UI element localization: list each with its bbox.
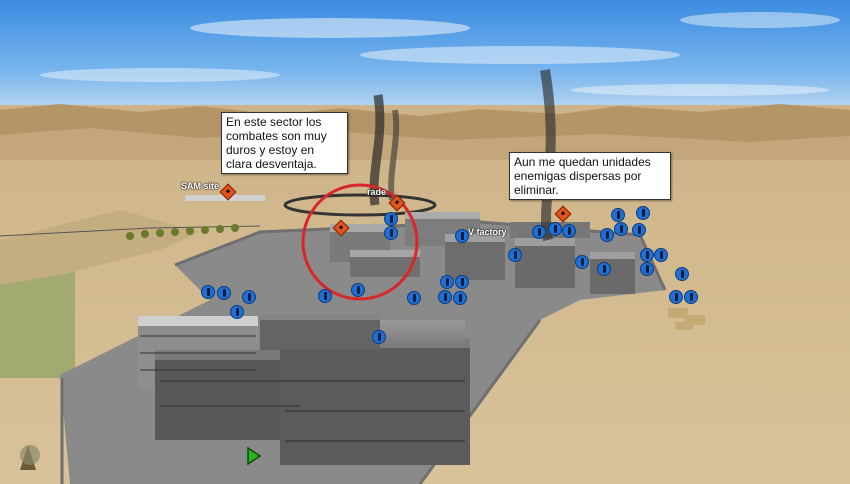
selection-cursor-icon <box>247 447 262 465</box>
friendly-unit-icon[interactable] <box>453 291 467 305</box>
friendly-unit-icon[interactable] <box>675 267 689 281</box>
friendly-unit-icon[interactable] <box>632 223 646 237</box>
friendly-unit-icon[interactable] <box>242 290 256 304</box>
friendly-unit-icon[interactable] <box>318 289 332 303</box>
friendly-unit-icon[interactable] <box>562 224 576 238</box>
friendly-unit-icon[interactable] <box>372 330 386 344</box>
friendly-unit-icon[interactable] <box>669 290 683 304</box>
friendly-unit-icon[interactable] <box>654 248 668 262</box>
friendly-unit-icon[interactable] <box>640 262 654 276</box>
friendly-unit-icon[interactable] <box>455 229 469 243</box>
barracks-label[interactable]: rade <box>367 187 387 197</box>
friendly-unit-icon[interactable] <box>611 208 625 222</box>
friendly-unit-icon[interactable] <box>438 290 452 304</box>
factory-label[interactable]: V factory <box>468 227 507 237</box>
friendly-unit-icon[interactable] <box>384 226 398 240</box>
friendly-unit-icon[interactable] <box>600 228 614 242</box>
friendly-unit-icon[interactable] <box>201 285 215 299</box>
friendly-unit-icon[interactable] <box>351 283 365 297</box>
friendly-unit-icon[interactable] <box>508 248 522 262</box>
friendly-unit-icon[interactable] <box>455 275 469 289</box>
friendly-unit-icon[interactable] <box>684 290 698 304</box>
friendly-unit-icon[interactable] <box>230 305 244 319</box>
friendly-unit-icon[interactable] <box>217 286 231 300</box>
speech-callout-left: En este sector los combates son muy duro… <box>221 112 348 174</box>
friendly-unit-icon[interactable] <box>614 222 628 236</box>
friendly-unit-icon[interactable] <box>548 222 562 236</box>
friendly-unit-icon[interactable] <box>597 262 611 276</box>
friendly-unit-icon[interactable] <box>407 291 421 305</box>
friendly-unit-icon[interactable] <box>384 212 398 226</box>
friendly-unit-icon[interactable] <box>575 255 589 269</box>
friendly-unit-icon[interactable] <box>640 248 654 262</box>
sam-site-label[interactable]: SAM site <box>181 181 220 191</box>
friendly-unit-icon[interactable] <box>532 225 546 239</box>
friendly-unit-icon[interactable] <box>636 206 650 220</box>
speech-callout-right: Aun me quedan unidades enemigas dispersa… <box>509 152 671 200</box>
friendly-unit-icon[interactable] <box>440 275 454 289</box>
